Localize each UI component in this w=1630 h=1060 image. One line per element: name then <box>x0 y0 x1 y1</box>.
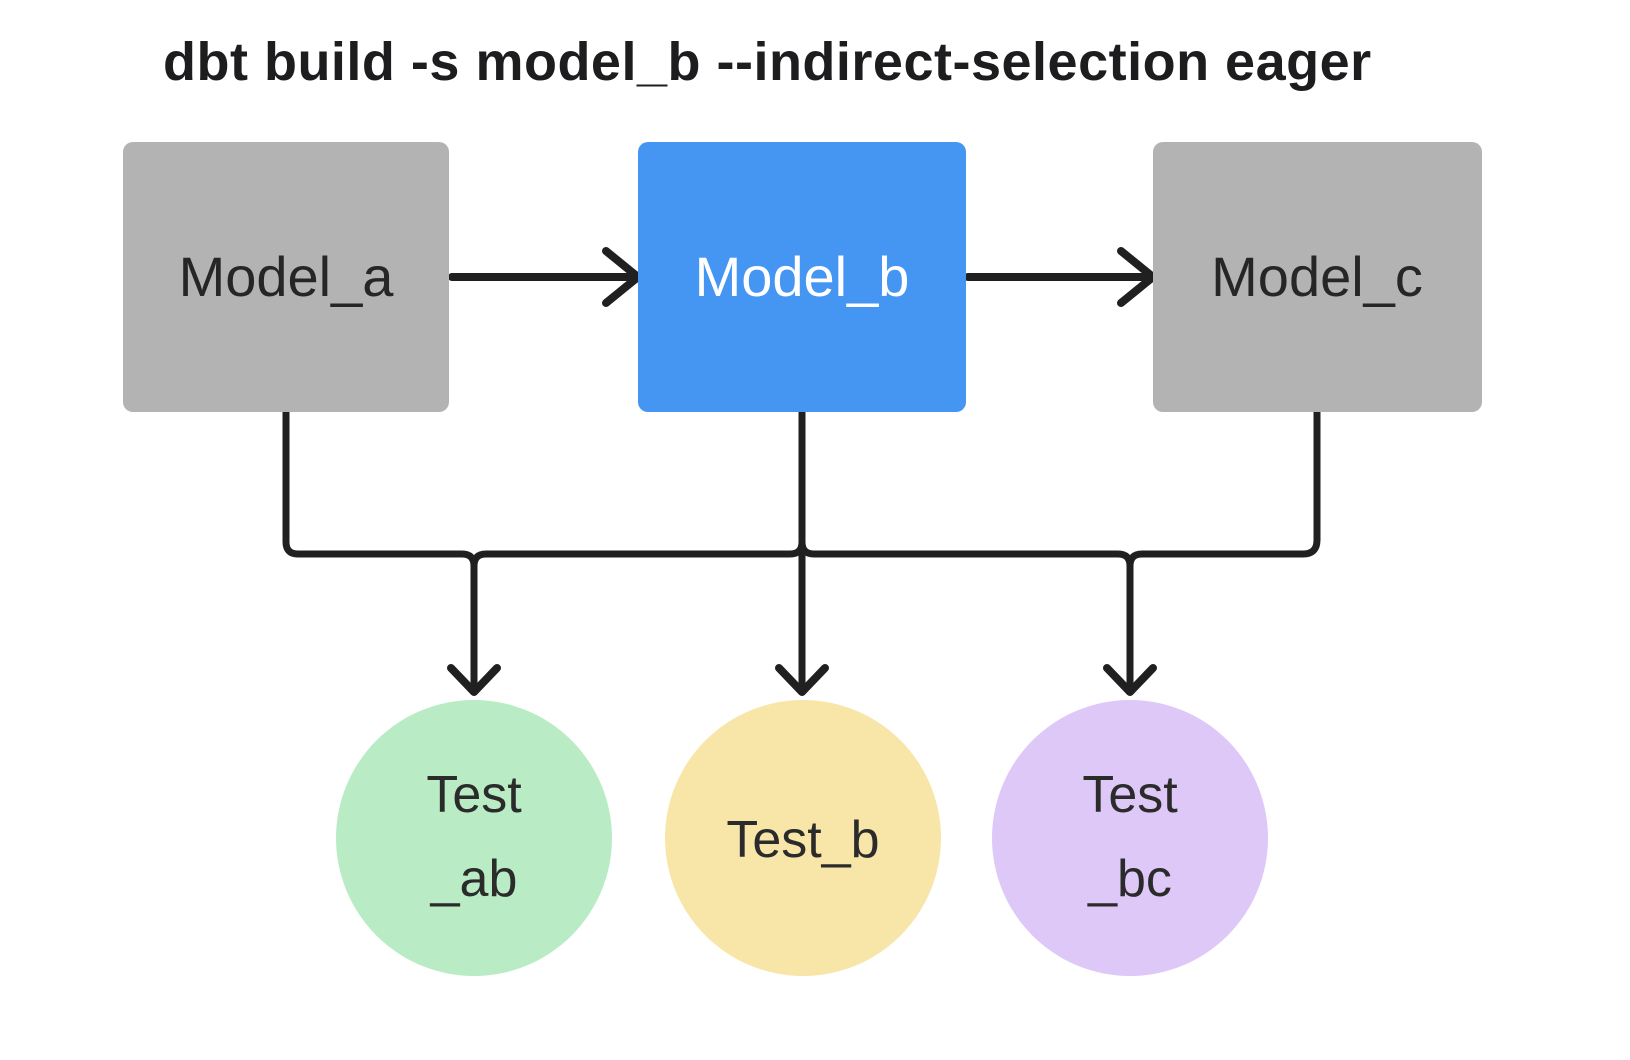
edge-bus-to-test-ab <box>447 556 501 696</box>
model-b-box <box>638 142 966 412</box>
edge-bus-segment-left <box>294 550 478 570</box>
model-a-box <box>123 142 449 412</box>
edge-model-a-drop <box>282 408 302 558</box>
model-c-label: Model_c <box>1211 245 1423 308</box>
node-test-bc: Test _bc <box>992 700 1268 976</box>
command-title: dbt build -s model_b --indirect-selectio… <box>163 32 1372 92</box>
node-model-c: Model_c <box>1153 142 1482 412</box>
test-bc-circle <box>992 700 1268 976</box>
test-ab-circle <box>336 700 612 976</box>
edge-bus-to-test-bc <box>1103 556 1157 696</box>
edge-model-c-drop <box>1299 408 1321 558</box>
arrowhead-test-b <box>775 664 829 696</box>
edge-model-b-to-test-b <box>775 408 829 696</box>
node-test-b: Test_b <box>665 700 941 976</box>
arrowhead-test-ab <box>447 664 501 696</box>
edge-model-a-to-model-b <box>448 247 642 307</box>
arrowhead-test-bc <box>1103 664 1157 696</box>
model-c-box <box>1153 142 1482 412</box>
node-model-b: Model_b <box>638 142 966 412</box>
test-ab-label-line1: Test <box>426 766 522 824</box>
test-bc-label-line1: Test <box>1082 766 1178 824</box>
node-model-a: Model_a <box>123 142 449 412</box>
node-test-ab: Test _ab <box>336 700 612 976</box>
edge-model-b-to-model-c <box>964 247 1157 307</box>
test-b-label-line1: Test_b <box>726 811 879 869</box>
edge-bus-segment-right <box>1126 550 1307 570</box>
edge-bus-segment-mid-left <box>470 538 806 570</box>
model-a-label: Model_a <box>179 245 395 308</box>
test-bc-label-line2: _bc <box>1087 850 1172 908</box>
test-ab-label-line2: _ab <box>430 850 518 908</box>
edge-bus-segment-mid-right <box>798 538 1134 570</box>
test-b-circle <box>665 700 941 976</box>
model-b-label: Model_b <box>695 245 910 308</box>
